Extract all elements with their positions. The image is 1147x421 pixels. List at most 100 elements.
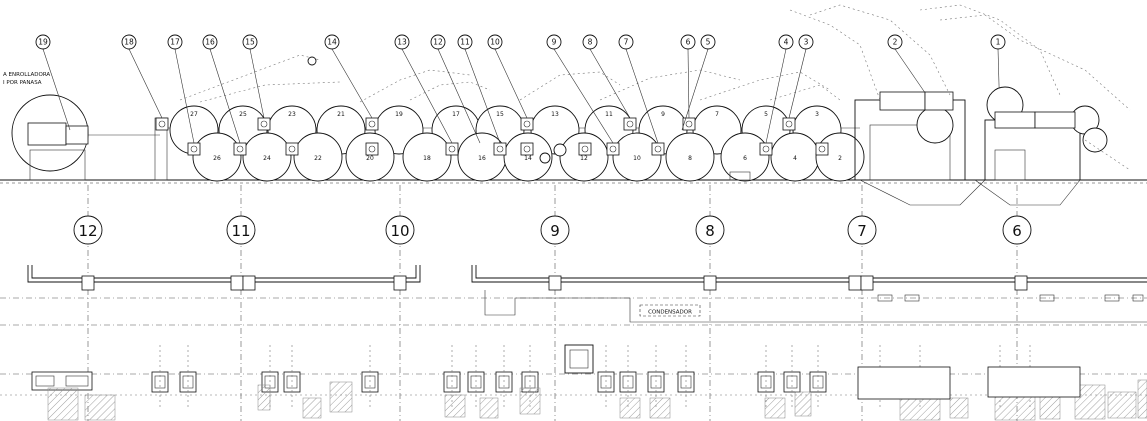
callout-leader	[174, 48, 195, 144]
callout-balloon	[680, 34, 696, 50]
felt-run	[809, 4, 951, 96]
callout-number: 9	[552, 38, 557, 47]
cylinder-number: 11	[605, 111, 613, 118]
callout-number: 7	[624, 38, 629, 47]
winder-unit	[11, 94, 168, 181]
callout-balloon	[700, 34, 716, 50]
vacuum-box-inner	[569, 349, 589, 369]
callout-leader	[553, 48, 614, 144]
press-felts	[789, 4, 1131, 171]
foundation-hatch	[1039, 394, 1061, 420]
bay-balloon	[73, 215, 103, 245]
drive-gear	[581, 145, 589, 153]
press-gearbox-2	[1034, 111, 1076, 129]
press-frame-1	[854, 99, 966, 181]
building-columns	[81, 275, 1028, 291]
drive-unit	[606, 142, 620, 156]
press-pit	[859, 179, 986, 206]
winder-gear-plan	[65, 375, 89, 387]
drive-unit	[815, 142, 829, 156]
foundation-hatch	[257, 384, 271, 411]
cylinder-number: 5	[764, 111, 768, 118]
building-column	[703, 275, 717, 291]
building-column	[393, 275, 407, 291]
bay-balloon	[695, 215, 725, 245]
foundation-hatch	[764, 397, 786, 419]
cylinder-number: 7	[715, 111, 719, 118]
callout-balloon	[546, 34, 562, 50]
callout-leader	[249, 48, 265, 119]
drive-gear	[368, 120, 376, 128]
drive-gear	[158, 120, 166, 128]
bottom-cylinder	[612, 132, 662, 182]
drive-gear	[685, 120, 693, 128]
bay-number: 6	[1012, 222, 1022, 240]
callout-balloon	[618, 34, 634, 50]
drive-unit	[233, 142, 247, 156]
drive-gear	[818, 145, 826, 153]
cylinder-number: 9	[661, 111, 665, 118]
felt-rope	[359, 69, 471, 103]
drive-unit	[257, 117, 271, 131]
cylinder-number: 12	[580, 155, 588, 162]
small-box	[1132, 294, 1144, 302]
cylinder-number: 15	[496, 111, 504, 118]
callout-number: 17	[170, 38, 180, 47]
bay-balloon	[847, 215, 877, 245]
press-roll	[916, 106, 954, 144]
foundation-hatch	[84, 394, 116, 421]
cylinder-number: 6	[743, 155, 747, 162]
bottom-cylinder	[293, 132, 343, 182]
felt-rope	[699, 71, 831, 101]
cylinder-number: 21	[337, 111, 345, 118]
foundation-hatch	[794, 391, 812, 417]
drive-unit	[445, 142, 459, 156]
bay-number: 10	[390, 222, 409, 240]
cylinder-number: 17	[452, 111, 460, 118]
cylinder-number: 24	[263, 155, 271, 162]
callout-leader	[625, 48, 659, 144]
drive-unit	[365, 142, 379, 156]
callout-leader	[687, 48, 690, 119]
drive-unit	[493, 142, 507, 156]
cylinder-number: 16	[478, 155, 486, 162]
callout-balloon	[487, 34, 503, 50]
foundation-hatch	[1107, 391, 1137, 419]
drive-gear	[260, 120, 268, 128]
foundation-hatch	[649, 397, 671, 419]
condenser-label: CONDENSADOR	[648, 310, 692, 316]
callout-balloon	[394, 34, 410, 50]
callout-balloon	[778, 34, 794, 50]
press-drive-frame-2	[987, 366, 1081, 398]
callout-balloon	[167, 34, 183, 50]
drive-gear	[496, 145, 504, 153]
press-drive-frame-1	[857, 366, 951, 400]
felt-run	[919, 4, 1061, 96]
press-motor	[879, 91, 926, 111]
bottom-cylinder	[402, 132, 452, 182]
drive-gear	[448, 145, 456, 153]
callout-number: 11	[460, 38, 470, 47]
callout-balloon	[35, 34, 51, 50]
callout-balloon	[430, 34, 446, 50]
bottom-cylinder	[192, 132, 242, 182]
cylinder-number: 13	[551, 111, 559, 118]
callout-number: 3	[804, 38, 809, 47]
beam-right-inner	[475, 265, 1147, 279]
callout-balloon	[324, 34, 340, 50]
callout-leader	[788, 48, 807, 119]
foundation-hatch	[1137, 379, 1147, 419]
bay-balloon	[540, 215, 570, 245]
press-door	[994, 149, 1026, 181]
felt-rope	[519, 71, 621, 101]
couch-roll-2	[1082, 127, 1108, 153]
foundation-hatch	[444, 394, 466, 418]
felt-rope	[199, 81, 341, 103]
callout-balloon	[582, 34, 598, 50]
drive-unit	[520, 142, 534, 156]
drive-unit	[520, 117, 534, 131]
foundation-hatch	[949, 397, 969, 419]
callout-leader	[401, 48, 453, 144]
